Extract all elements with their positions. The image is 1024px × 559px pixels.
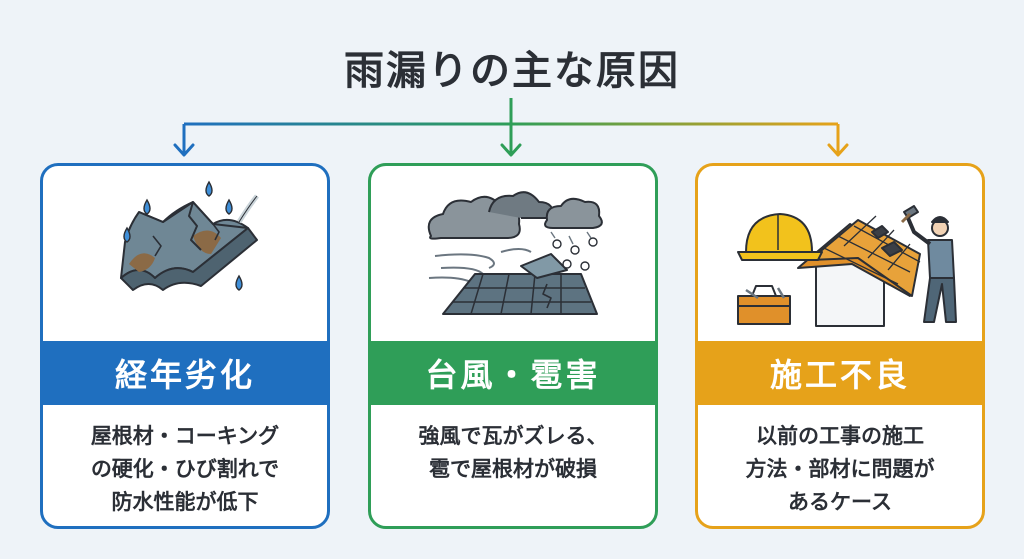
cause-card-storm: 台風・雹害 強風で瓦がズレる、 雹で屋根材が破損 [368,163,658,529]
description-line: 雹で屋根材が破損 [429,457,597,481]
description-line: の硬化・ひび割れで [90,457,280,481]
arrow-right-icon [827,143,849,157]
cause-label: 経年劣化 [43,341,327,405]
description-line: 屋根材・コーキング [90,424,280,448]
cause-description: 屋根材・コーキング の硬化・ひび割れで 防水性能が低下 [53,420,317,519]
description-line: 方法・部材に問題が [745,457,935,481]
description-line: あるケース [788,490,892,514]
description-line: 防水性能が低下 [111,490,259,514]
arrow-center-icon [500,143,522,157]
roof-construction-worker-icon [737,205,957,327]
cause-card-construction: 施工不良 以前の工事の施工 方法・部材に問題が あるケース [695,163,985,529]
description-line: 強風で瓦がズレる、 [418,424,608,448]
arrow-left-icon [173,143,195,157]
cause-label: 施工不良 [698,341,982,405]
diagram-title: 雨漏りの主な原因 [344,48,680,94]
cracked-roof-tile-rain-icon [120,180,259,291]
storm-hail-damaged-roof-icon [427,191,603,315]
cause-description: 強風で瓦がズレる、 雹で屋根材が破損 [381,420,645,486]
cause-label: 台風・雹害 [371,341,655,405]
description-line: 以前の工事の施工 [756,424,924,448]
cause-card-aging: 経年劣化 屋根材・コーキング の硬化・ひび割れで 防水性能が低下 [40,163,330,529]
cause-description: 以前の工事の施工 方法・部材に問題が あるケース [708,420,972,519]
